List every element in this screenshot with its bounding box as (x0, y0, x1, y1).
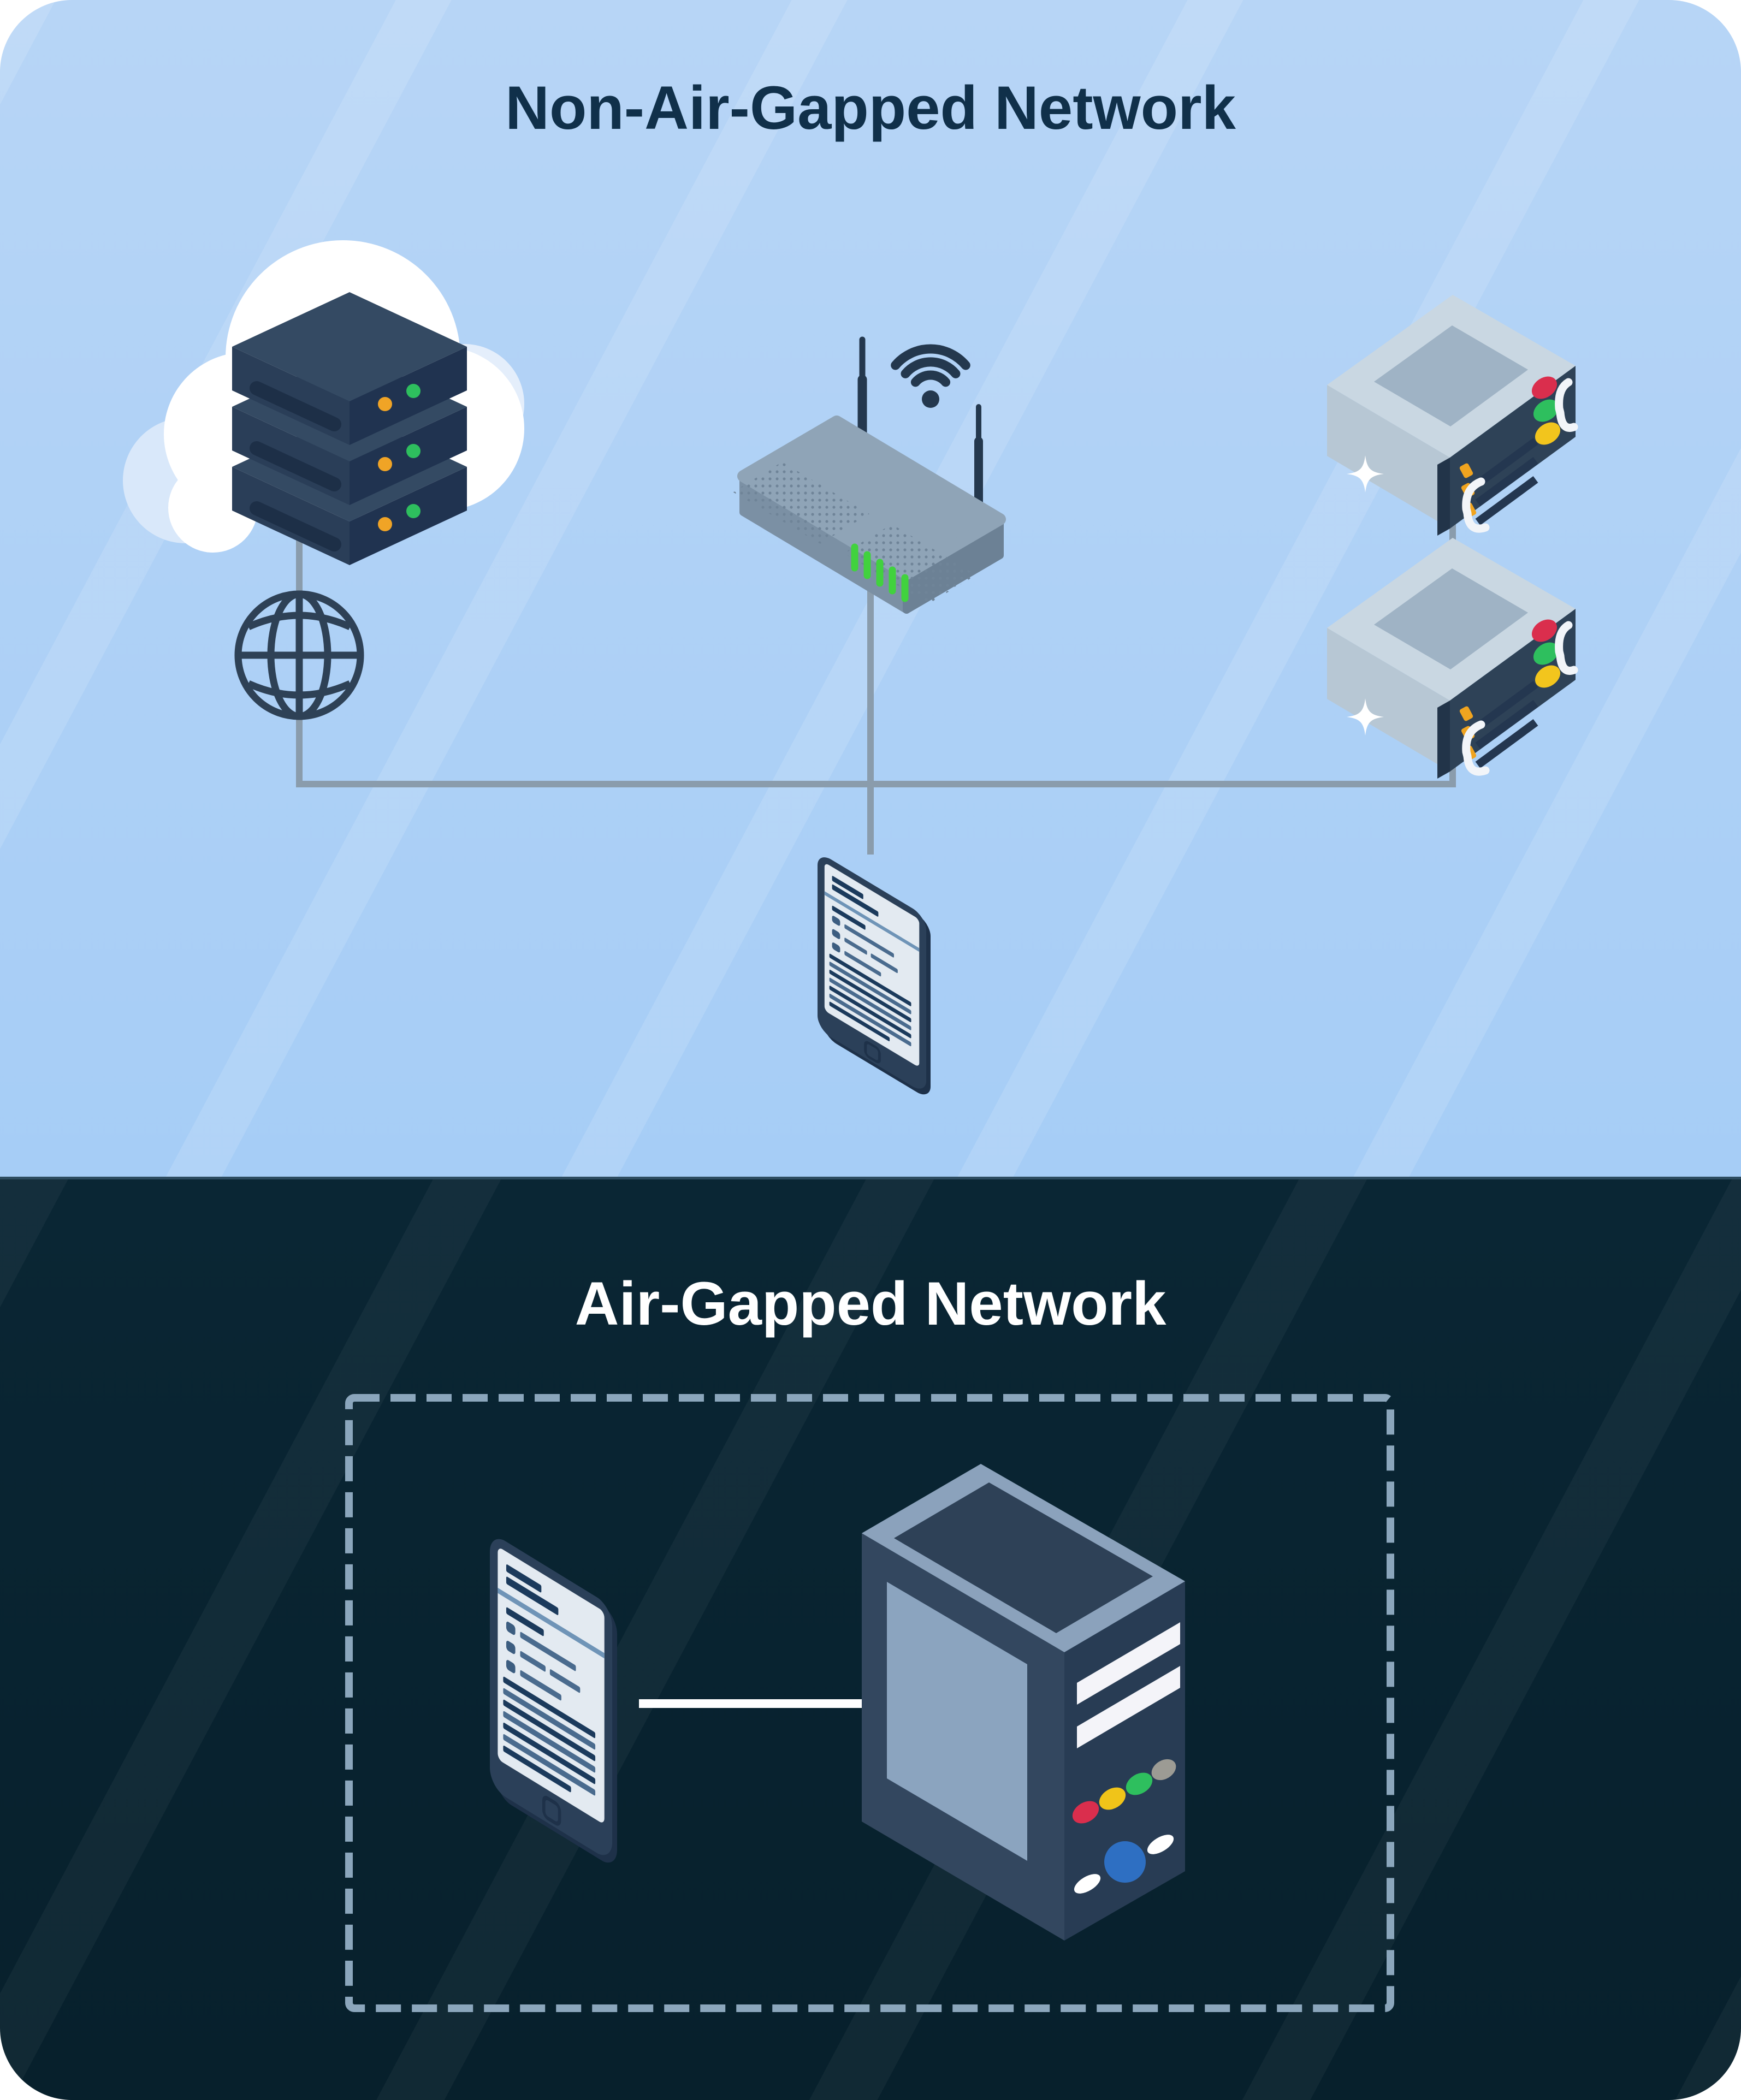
rack-server-icon-2 (1327, 538, 1576, 779)
rack-server-icon (1327, 295, 1576, 536)
wifi-signal-icon (891, 344, 970, 408)
server-unit (232, 292, 467, 445)
air-gap-boundary (345, 1394, 1394, 2012)
section-title-non-air-gapped: Non-Air-Gapped Network (505, 74, 1236, 142)
tablet-icon (490, 1532, 617, 1870)
tablet-icon (818, 851, 931, 1100)
globe-icon (234, 590, 364, 720)
server-stack-icon (232, 292, 467, 565)
side-panel (887, 1582, 1027, 1861)
network-diagram-non-air-gapped (123, 290, 1741, 1177)
vent-grid (733, 462, 869, 544)
wifi-router-icon (733, 336, 1006, 614)
network-diagram-air-gapped (345, 1394, 1394, 2012)
router-led-strip (851, 543, 909, 602)
section-title-air-gapped: Air-Gapped Network (575, 1270, 1166, 1338)
vent-grid (844, 524, 976, 604)
desktop-tower-icon (862, 1464, 1185, 1941)
tower-buttons (1072, 1759, 1176, 1894)
